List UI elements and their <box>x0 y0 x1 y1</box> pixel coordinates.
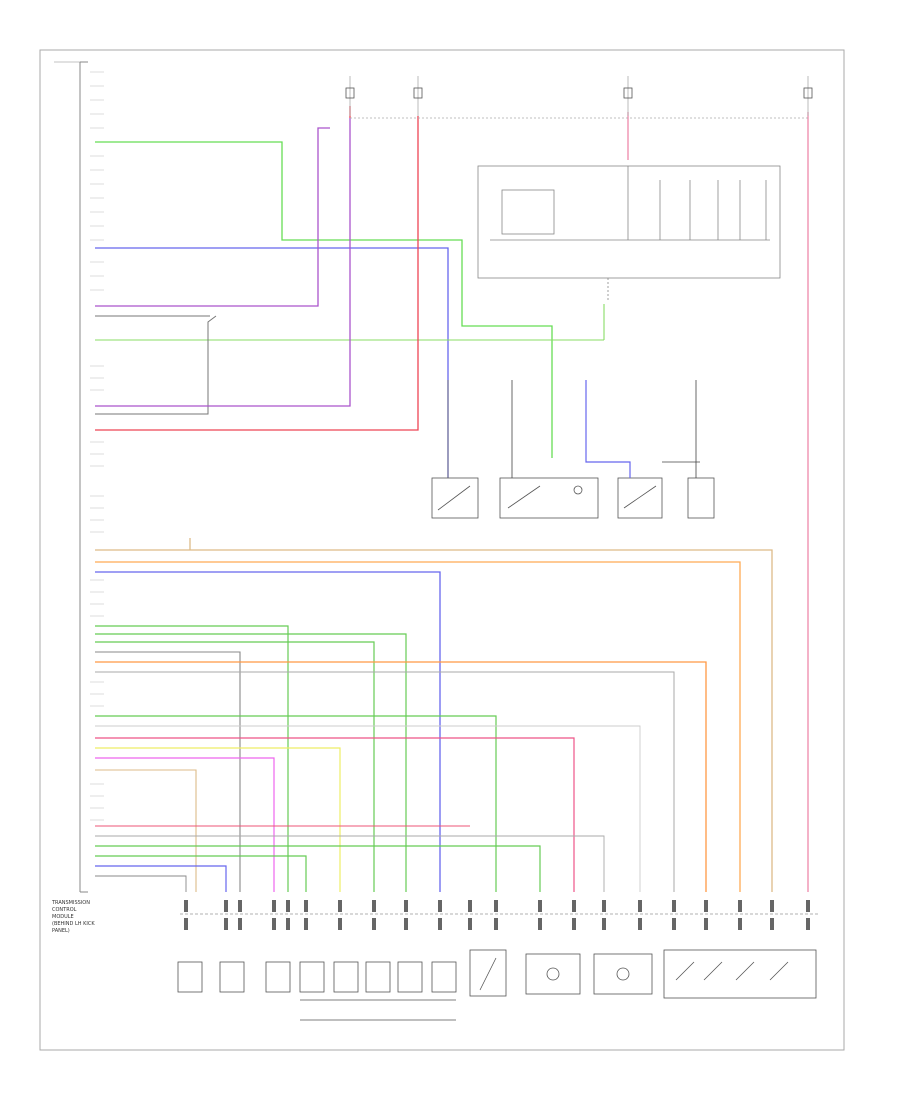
wire-red-1 <box>95 106 419 431</box>
module-caption-line-2: CONTROL <box>52 907 77 913</box>
wire-gray-2 <box>95 651 241 892</box>
module-pins-lower <box>90 495 104 821</box>
reverse-light-relay <box>617 477 663 519</box>
wire-purple-2 <box>95 118 351 407</box>
module-caption-line-1: TRANSMISSION <box>51 900 90 906</box>
fuse-3 <box>623 87 633 99</box>
module-caption-line-3: MODULE <box>52 914 74 920</box>
wire-green-8 <box>95 855 307 892</box>
wire-green-5 <box>95 641 375 892</box>
wire-magenta-1 <box>95 757 275 892</box>
wire-blue-4 <box>95 865 227 892</box>
instrument-cluster <box>477 165 781 302</box>
wire-pink-1 <box>627 112 809 892</box>
wire-gray-1 <box>95 315 217 415</box>
fuse-1 <box>345 87 355 99</box>
module-caption: TRANSMISSION CONTROL MODULE (BEHIND LH K… <box>51 900 95 934</box>
fuse-2 <box>413 87 423 99</box>
wire-blue-1 <box>95 247 449 478</box>
wire-gray-3 <box>95 671 675 892</box>
power-feed-line <box>349 76 809 119</box>
fluid-temperature-sensor <box>469 949 507 997</box>
wire-green-6 <box>95 715 497 892</box>
wire-tan-1 <box>95 538 773 892</box>
wire-green-1 <box>95 141 553 458</box>
wire-yellow-1 <box>95 747 341 892</box>
module-caption-line-4: (BEHIND LH KICK <box>52 921 95 927</box>
wire-green-3 <box>95 625 289 892</box>
wire-pink-2 <box>95 737 575 892</box>
wire-green-4 <box>95 633 407 892</box>
wire-green-7 <box>95 845 541 892</box>
wire-blue-2 <box>585 380 631 478</box>
output-speed-sensor <box>525 953 581 995</box>
brake-switch <box>431 477 479 519</box>
wire-purple-1 <box>95 127 330 307</box>
connector-terminals <box>184 900 810 930</box>
input-speed-sensor <box>593 953 653 995</box>
transmission-control-module <box>54 61 88 893</box>
wire-gray-5 <box>95 835 605 892</box>
wire-gray-6 <box>95 875 187 892</box>
shift-solenoid-switch <box>687 477 715 519</box>
module-pins-upper <box>90 71 104 467</box>
diagram-border <box>39 49 845 1051</box>
wire-tan-2 <box>95 769 197 892</box>
fuse-4 <box>803 87 813 99</box>
wire-orange-2 <box>95 661 707 892</box>
wire-gray-4 <box>95 725 641 892</box>
wire-black-upper <box>447 380 700 478</box>
solenoid-valve-group <box>177 961 457 1021</box>
wire-blue-3 <box>95 571 441 892</box>
transmission-range-switch <box>663 949 817 999</box>
module-caption-line-5: PANEL) <box>52 928 70 934</box>
wire-orange-1 <box>95 561 741 892</box>
clutch-switch <box>499 477 599 519</box>
